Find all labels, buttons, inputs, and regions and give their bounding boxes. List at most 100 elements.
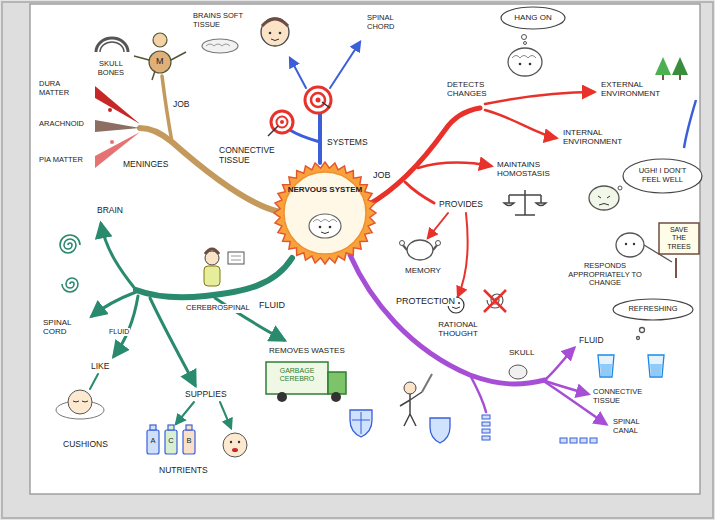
systems-branch — [330, 42, 360, 88]
branch-label: LIKE — [90, 362, 110, 372]
garbage-truck — [331, 392, 341, 402]
water-glasses — [650, 364, 662, 376]
nutrient-bottles — [168, 425, 174, 430]
branch-label: DURA MATTER — [38, 80, 78, 97]
branch-label: RESPONDS APPROPRIATELY TO CHANGE — [560, 262, 650, 288]
shields-and-knight — [350, 374, 450, 443]
node-outline — [274, 162, 376, 264]
node-text: NERVOUS SYSTEM — [287, 185, 363, 194]
brain-spirals — [60, 235, 80, 253]
water-glasses — [640, 328, 645, 333]
sign-brain — [625, 243, 627, 245]
speech-bubble: REFRESHING — [612, 298, 694, 321]
nutrient-bottles — [150, 425, 156, 430]
sick-brain — [599, 204, 609, 206]
sign-brain — [675, 258, 677, 278]
sick-brain — [598, 196, 610, 198]
branch-label: JOB — [172, 100, 191, 110]
reader-figure — [228, 252, 244, 264]
systems-branch — [290, 58, 306, 88]
protection-branch — [470, 375, 486, 412]
face-icon — [238, 441, 240, 443]
nutrient-bottles — [183, 430, 195, 454]
scale-icon — [536, 203, 546, 206]
job-branch — [485, 92, 594, 104]
reader-figure — [231, 260, 241, 261]
head-icon — [279, 32, 282, 35]
garbage-truck — [266, 362, 346, 402]
nutrient-bottles — [165, 430, 177, 454]
branch-label: SPINAL CANAL — [612, 418, 652, 435]
water-glasses — [598, 328, 664, 378]
memory-icon — [407, 240, 433, 260]
nutrient-bottles — [147, 425, 195, 454]
stick-figure — [134, 56, 149, 60]
fluid-branch — [220, 402, 231, 428]
meninges-layers — [95, 86, 140, 124]
garbage-truck — [277, 392, 287, 402]
branch-label: BRAIN — [96, 206, 124, 216]
brain-spirals — [60, 235, 80, 292]
node-text: UGH! I DON'T FEEL WELL — [639, 167, 687, 184]
branch-label: EXTERNAL ENVIRONMENT — [600, 80, 680, 98]
branch-label: FLUID — [258, 300, 286, 310]
central-topic: NERVOUS SYSTEM — [273, 161, 377, 265]
protection-branch — [350, 255, 545, 384]
scale-icon — [504, 203, 514, 206]
water-glasses — [600, 364, 612, 376]
brain-character — [522, 35, 527, 40]
stick-figure — [152, 71, 155, 80]
head-icon — [271, 39, 279, 41]
sign-brain — [616, 233, 644, 257]
scale-icon — [504, 190, 546, 215]
spine-icons — [482, 422, 490, 426]
systems-branch — [318, 113, 322, 163]
node-outline — [273, 161, 377, 265]
skull-bones-icon — [96, 38, 128, 52]
meninges-layers — [95, 120, 140, 132]
spine-icons — [482, 415, 597, 443]
brain-character — [512, 56, 536, 59]
meninges-layers — [110, 140, 114, 144]
brain-character — [508, 35, 542, 77]
reader-figure — [205, 249, 219, 254]
nutrient-bottles — [147, 430, 159, 454]
branch-label: CEREBROSPINAL — [185, 304, 251, 313]
job-branch — [418, 163, 491, 169]
sign-brain — [633, 243, 635, 245]
branch-label: RATIONAL THOUGHT — [428, 320, 488, 338]
branch-label: PIA MATTER — [38, 156, 84, 165]
branch-label: CONNECTIVE TISSUE — [592, 388, 658, 405]
soft-tissue-icon — [202, 39, 238, 53]
scale-icon — [540, 195, 542, 203]
bottle-letter: C — [165, 437, 177, 446]
node-outline — [309, 214, 341, 238]
speech-bubble: UGH! I DON'T FEEL WELL — [622, 158, 703, 194]
face-icon — [230, 441, 232, 443]
brain-character — [519, 63, 522, 66]
brain-character — [524, 42, 527, 45]
node-outline — [501, 7, 565, 29]
memory-icon — [402, 244, 438, 250]
sick-brain — [589, 186, 619, 210]
brain-character — [529, 63, 532, 66]
skull-icon — [509, 365, 527, 379]
shields-and-knight — [400, 392, 422, 426]
protection-branch — [545, 348, 574, 380]
target-icons — [268, 87, 331, 136]
connective-tissue-branch — [140, 128, 280, 212]
bottle-letter: A — [147, 437, 159, 446]
meninges-layers — [108, 108, 112, 112]
shields-and-knight — [404, 382, 416, 394]
node-outline — [313, 220, 337, 223]
target-icons — [316, 98, 321, 103]
target-icons — [277, 117, 288, 128]
fluid-branch — [90, 224, 292, 428]
brain-spirals — [62, 278, 78, 292]
fluid-branch — [176, 402, 194, 424]
fluid-branch — [114, 296, 138, 356]
node-outline — [659, 223, 699, 254]
job-branch — [485, 110, 556, 138]
garbage-truck — [328, 372, 346, 394]
